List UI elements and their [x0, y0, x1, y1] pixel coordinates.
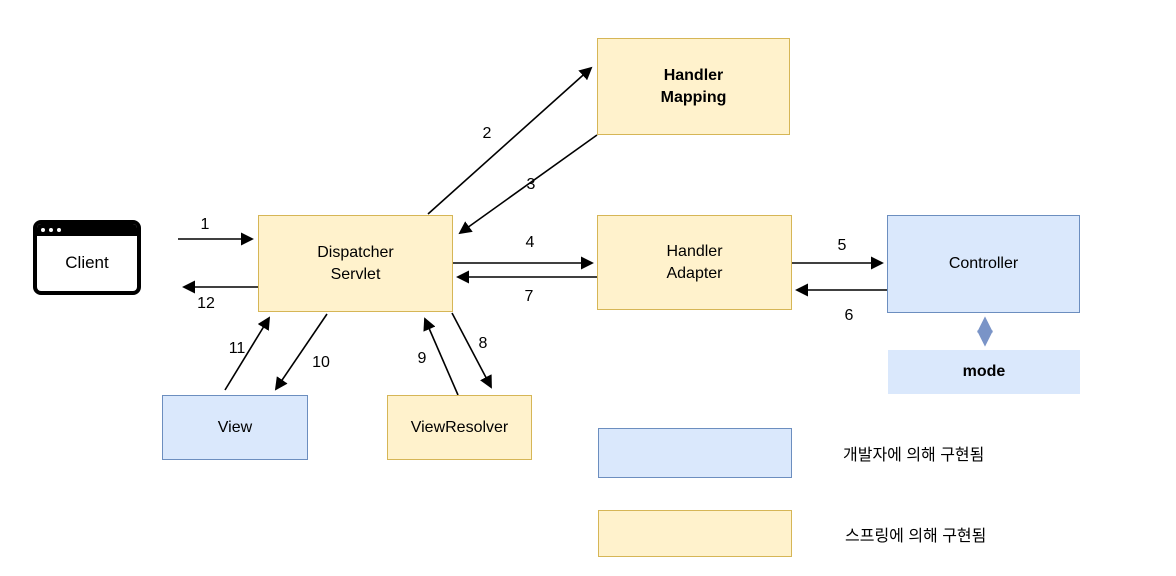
handler-adapter-label: Handler Adapter: [666, 242, 723, 282]
arrow-2-label: 2: [482, 125, 492, 142]
mode-label: mode: [962, 363, 1006, 381]
arrow-1-label: 1: [200, 216, 210, 233]
legend-swatch-spring: [598, 510, 792, 557]
browser-dot-icon: [57, 227, 61, 232]
arrow-4-label: 4: [525, 234, 535, 251]
handler-adapter-node: Handler Adapter: [597, 215, 792, 310]
view-resolver-label: ViewResolver: [410, 418, 509, 436]
dispatcher-servlet-label: Dispatcher Servlet: [317, 243, 394, 283]
browser-titlebar-icon: [37, 224, 137, 236]
view-label: View: [217, 418, 253, 436]
arrow-11-label: 11: [228, 340, 246, 357]
arrow-10-label: 10: [312, 354, 330, 371]
controller-label: Controller: [948, 255, 1019, 273]
controller-node: Controller: [887, 215, 1080, 313]
dispatcher-servlet-node: Dispatcher Servlet: [258, 215, 453, 312]
arrow-8-label: 8: [478, 335, 488, 352]
mode-node: mode: [888, 350, 1080, 394]
arrow-3-label: 3: [526, 176, 536, 193]
arrow-6-label: 6: [844, 307, 854, 324]
arrow-5-label: 5: [837, 237, 847, 254]
arrow-12-label: 12: [197, 295, 215, 312]
client-node: Client: [33, 220, 141, 295]
handler-mapping-node: Handler Mapping: [597, 38, 790, 135]
legend-label-developer: 개발자에 의해 구현됨: [843, 447, 985, 464]
client-label: Client: [65, 252, 109, 272]
legend-label-spring: 스프링에 의해 구현됨: [845, 528, 987, 545]
arrow-7-label: 7: [524, 288, 534, 305]
arrow-10-line: [274, 313, 328, 391]
arrow-9-line: [423, 317, 459, 396]
view-resolver-node: ViewResolver: [387, 395, 532, 460]
legend-swatch-developer: [598, 428, 792, 478]
browser-dot-icon: [41, 227, 45, 232]
arrow-9-label: 9: [417, 350, 427, 367]
browser-dot-icon: [49, 227, 53, 232]
handler-mapping-label: Handler Mapping: [660, 66, 727, 106]
view-node: View: [162, 395, 308, 460]
arrow-2-line: [427, 66, 593, 215]
